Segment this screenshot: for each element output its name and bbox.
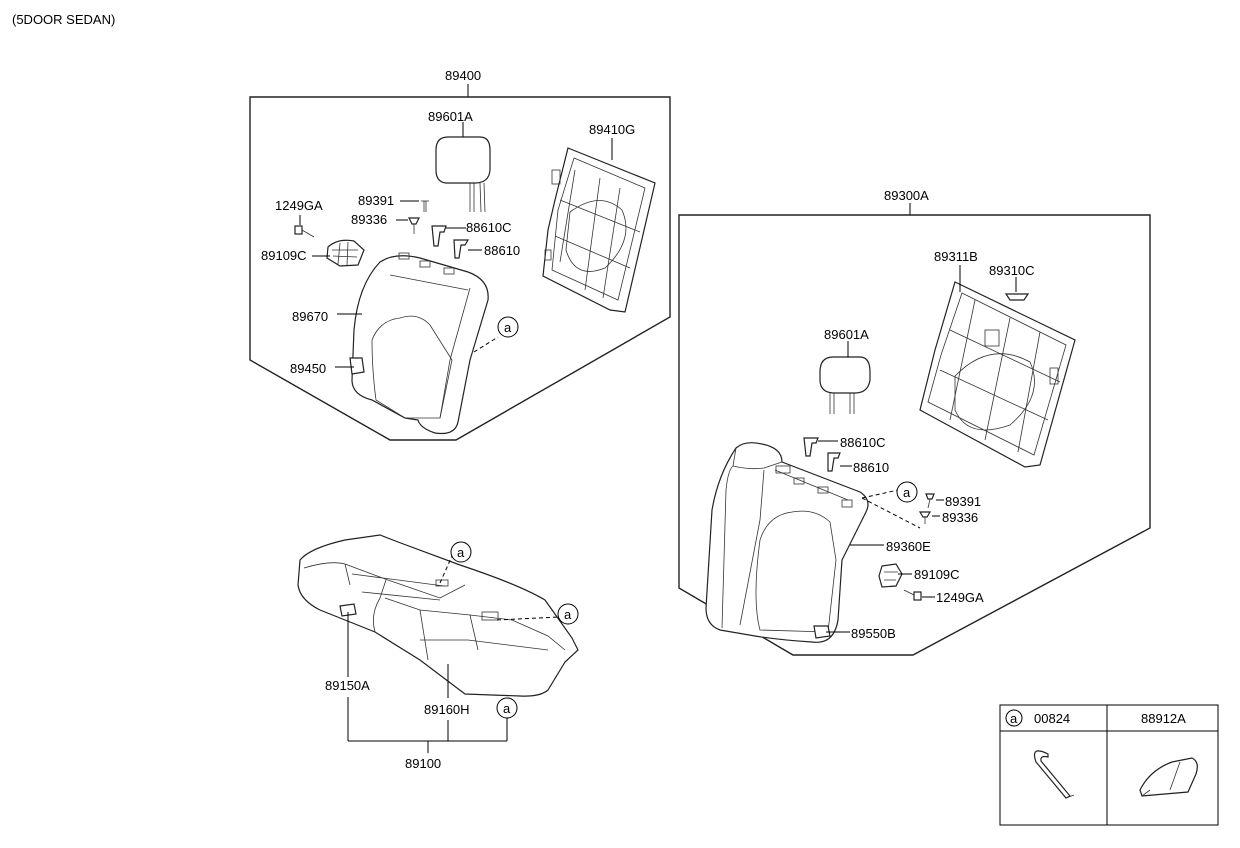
assembly-back-right: 89300A 89311B 89310C 89601A xyxy=(678,188,1151,656)
cushion-bracket-lines xyxy=(347,697,508,753)
guide-part-left[interactable] xyxy=(453,239,470,259)
callout-symbol-back-left: a xyxy=(504,320,512,335)
assembly-number-back-right[interactable]: 89300A xyxy=(884,188,929,203)
part-label-bracket-left[interactable]: 89109C xyxy=(261,248,307,263)
bracket-part-right[interactable] xyxy=(878,563,903,588)
callout-marker-cushion-right: a xyxy=(557,603,579,625)
guide-c-part-right[interactable] xyxy=(803,437,819,457)
assembly-frame-back-left xyxy=(249,96,671,441)
legend-part-clip[interactable]: 00824 xyxy=(1034,711,1070,726)
part-label-bracket-right[interactable]: 89109C xyxy=(914,567,960,582)
part-label-clip-right[interactable]: 89336 xyxy=(942,510,978,525)
assembly-frame-back-right xyxy=(678,214,1151,656)
assembly-number-back-left[interactable]: 89400 xyxy=(445,68,481,83)
seat-back-cover-left[interactable] xyxy=(349,252,489,435)
screw-part-right[interactable] xyxy=(925,493,935,509)
clip-part-right[interactable] xyxy=(918,511,932,524)
part-label-guide-left[interactable]: 88610 xyxy=(484,243,520,258)
bracket-part-left[interactable] xyxy=(326,239,365,267)
part-label-cover-right[interactable]: 89360E xyxy=(886,539,931,554)
frame-part-right[interactable] xyxy=(1004,293,1030,301)
callout-marker-cushion-top: a xyxy=(450,541,472,563)
part-label-frame-right[interactable]: 89311B xyxy=(934,249,978,264)
part-label-screw-right[interactable]: 89391 xyxy=(945,494,981,509)
cover-cap-illustration[interactable] xyxy=(1139,757,1198,797)
part-label-frame-part-right[interactable]: 89310C xyxy=(989,263,1035,278)
part-label-guide-c-left[interactable]: 88610C xyxy=(466,220,512,235)
clip-wire-illustration[interactable] xyxy=(1033,750,1075,799)
seat-cushion-part[interactable] xyxy=(297,534,579,697)
guide-part-right[interactable] xyxy=(827,452,841,472)
part-label-headrest-left[interactable]: 89601A xyxy=(428,109,473,124)
clip-part-left[interactable] xyxy=(408,217,420,234)
back-frame-part[interactable] xyxy=(542,147,656,313)
legend-table: a 00824 88912A xyxy=(999,704,1219,826)
assembly-cushion: a a 89150A 89160H a 89100 xyxy=(297,534,579,771)
legend-symbol-marker: a xyxy=(1005,709,1023,727)
legend-part-cover[interactable]: 88912A xyxy=(1141,711,1186,726)
callout-marker-cushion-bottom: a xyxy=(496,697,518,719)
callout-marker-back-right: a xyxy=(896,481,918,503)
screw-part-left[interactable] xyxy=(421,200,429,212)
headrest-part[interactable] xyxy=(435,136,491,213)
back-frame-part-right[interactable] xyxy=(919,281,1076,468)
bolt-part-left[interactable] xyxy=(294,225,315,238)
part-label-bolt-right[interactable]: 1249GA xyxy=(936,590,984,605)
guide-c-part-left[interactable] xyxy=(431,225,447,247)
assembly-back-left: 89400 89601A 89410G 89 xyxy=(249,68,671,441)
callout-marker-back-left: a xyxy=(497,316,519,338)
part-label-cover-left[interactable]: 89670 xyxy=(292,309,328,324)
callout-symbol-back-right: a xyxy=(903,485,911,500)
part-label-cushion-pad[interactable]: 89160H xyxy=(424,702,470,717)
part-label-frame-left[interactable]: 89410G xyxy=(589,122,635,137)
part-label-pad-right[interactable]: 89550B xyxy=(851,626,896,641)
part-label-guide-c-right[interactable]: 88610C xyxy=(840,435,886,450)
part-label-pad-left[interactable]: 89450 xyxy=(290,361,326,376)
headrest-part-right[interactable] xyxy=(819,356,871,414)
part-label-cushion-cover[interactable]: 89150A xyxy=(325,678,370,693)
part-label-bolt-left[interactable]: 1249GA xyxy=(275,198,323,213)
assembly-number-cushion[interactable]: 89100 xyxy=(405,756,441,771)
bolt-part-right[interactable] xyxy=(903,589,922,601)
variant-title: (5DOOR SEDAN) xyxy=(12,12,115,27)
seat-back-cover-right[interactable] xyxy=(705,442,869,643)
part-label-guide-right[interactable]: 88610 xyxy=(853,460,889,475)
callout-symbol-cushion-top: a xyxy=(457,545,465,560)
callout-symbol-cushion-bottom: a xyxy=(503,701,511,716)
part-label-headrest-right[interactable]: 89601A xyxy=(824,327,869,342)
part-label-clip-left[interactable]: 89336 xyxy=(351,212,387,227)
callout-symbol-cushion-right: a xyxy=(564,607,572,622)
part-label-screw-left[interactable]: 89391 xyxy=(358,193,394,208)
legend-symbol: a xyxy=(1010,711,1018,726)
